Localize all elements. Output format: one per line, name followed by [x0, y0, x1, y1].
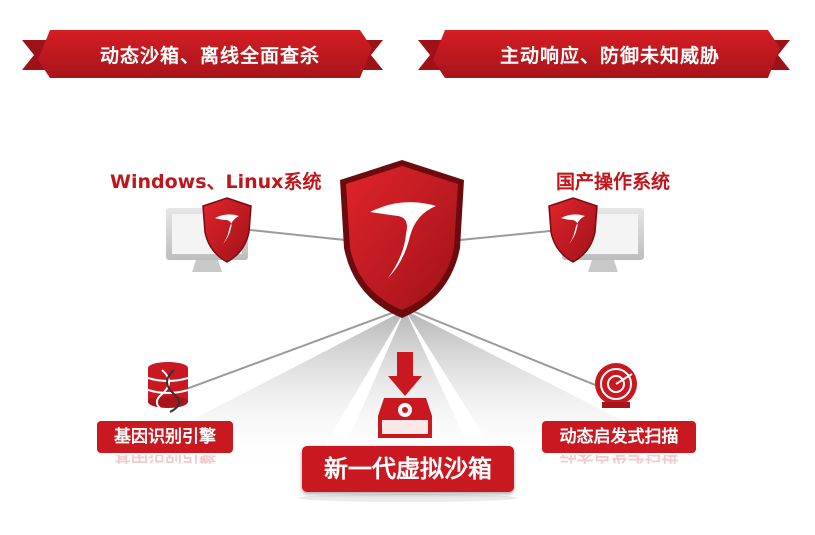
shield-logo-icon: [548, 197, 598, 263]
os-label-windows-linux: Windows、Linux系统: [110, 171, 322, 193]
database-dna-icon: [147, 362, 189, 413]
tag-virtual-sandbox: 新一代虚拟沙箱: [302, 446, 514, 492]
sandbox-drive-icon: [378, 398, 432, 438]
banner-right: [418, 30, 790, 78]
shield-logo-icon: [340, 160, 464, 318]
banner-left: [22, 30, 383, 78]
banner-left-text: 动态沙箱、离线全面查杀: [99, 45, 320, 67]
download-arrow-icon: [388, 352, 422, 396]
os-label-domestic: 国产操作系统: [556, 171, 671, 193]
tag-heuristic-scan-reflection: 动态启发式扫描: [542, 455, 696, 469]
radar-scan-icon: [595, 363, 637, 408]
shield-logo-icon: [202, 197, 252, 263]
connector-lines: [169, 229, 621, 396]
tag-gene-engine: 基因识别引擎: [97, 421, 233, 453]
tag-heuristic-scan: 动态启发式扫描: [542, 421, 696, 453]
tag-gene-engine-reflection: 基因识别引擎: [97, 455, 233, 469]
banner-right-text: 主动响应、防御未知威胁: [499, 45, 720, 67]
tag-shadow: [298, 494, 518, 502]
